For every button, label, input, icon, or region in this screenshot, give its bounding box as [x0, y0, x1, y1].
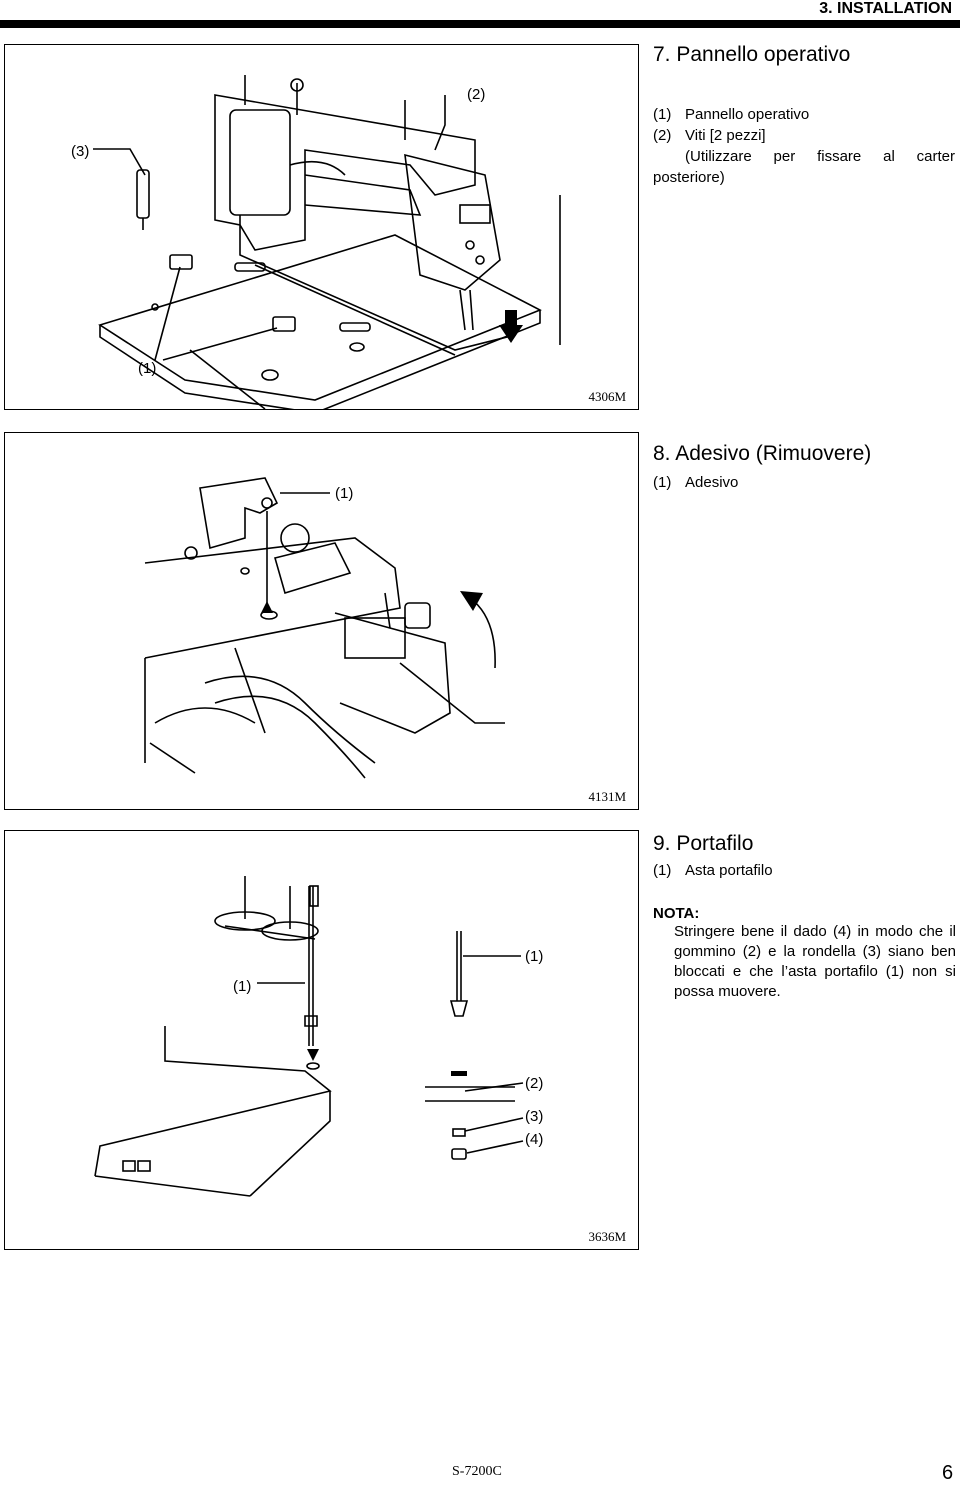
- callout-1: (1): [335, 485, 353, 502]
- figure-code: 4306M: [588, 389, 626, 404]
- figure-code: 4131M: [588, 789, 626, 804]
- header-rule: [0, 20, 960, 28]
- figure-thread-stand: (1) (1) (2) (3) (4) 3636M: [4, 830, 639, 1250]
- list-item: (1) Adesivo: [653, 472, 738, 493]
- item-text: Adesivo: [685, 474, 739, 491]
- sticker-illustration: (1): [144, 477, 505, 779]
- callout-1-left: (1): [233, 978, 251, 995]
- callout-4: (4): [525, 1131, 543, 1148]
- item-number: (2): [653, 127, 672, 144]
- figure-sticker: (1) 4131M: [4, 432, 639, 810]
- thread-stand-illustration: (1) (1) (2) (3) (4): [94, 876, 543, 1197]
- header-section-title: 3. INSTALLATION: [819, 0, 952, 17]
- list-item: (1) Asta portafilo: [653, 860, 773, 881]
- nota-label: NOTA:: [653, 905, 700, 922]
- item-number: (1): [653, 106, 672, 123]
- callout-2: (2): [525, 1075, 543, 1092]
- footer-model: S-7200C: [452, 1464, 502, 1479]
- item-text: Pannello operativo: [685, 106, 810, 123]
- list-item: (2) Viti [2 pezzi]: [653, 125, 766, 146]
- page-number: 6: [942, 1462, 954, 1484]
- item-note-line: (Utilizzare per fissare al carter: [685, 148, 955, 165]
- callout-3: (3): [525, 1108, 543, 1125]
- section-title-9: 9. Portafilo: [653, 832, 754, 855]
- list-item: (1) Pannello operativo: [653, 104, 809, 125]
- callout-2: (2): [467, 86, 485, 103]
- callout-1-right: (1): [525, 948, 543, 965]
- figure-code: 3636M: [588, 1229, 626, 1244]
- item-note-line: posteriore): [653, 169, 725, 186]
- operation-panel-illustration: (3) (2) (1): [71, 75, 561, 409]
- figure-operation-panel: (3) (2) (1) 4306M: [4, 44, 639, 410]
- item-number: (1): [653, 862, 672, 879]
- section-title-7: 7. Pannello operativo: [653, 43, 851, 66]
- item-text: Asta portafilo: [685, 862, 773, 879]
- callout-3: (3): [71, 143, 89, 160]
- nota-text: Stringere bene il dado (4) in modo che i…: [674, 923, 956, 1000]
- section-title-8: 8. Adesivo (Rimuovere): [653, 442, 872, 465]
- callout-1: (1): [138, 360, 156, 377]
- item-text: Viti [2 pezzi]: [685, 127, 766, 144]
- item-number: (1): [653, 474, 672, 491]
